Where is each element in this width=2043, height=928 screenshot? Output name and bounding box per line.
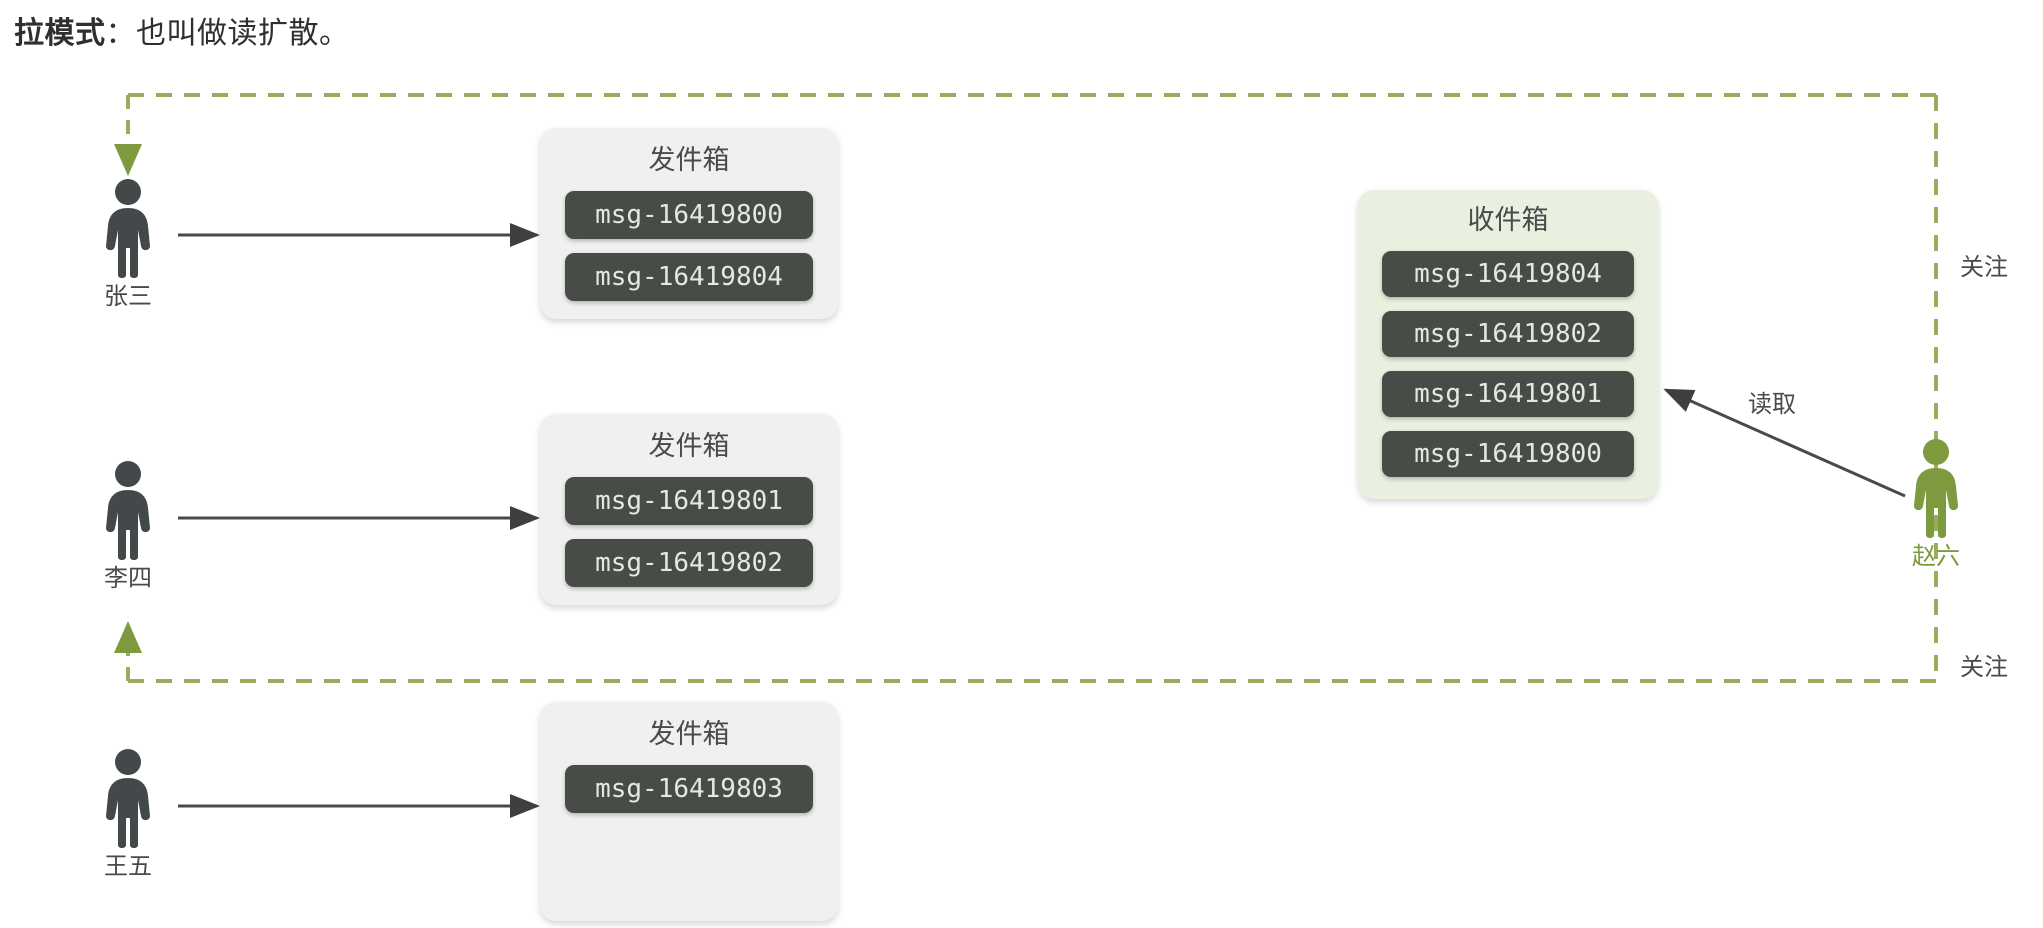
person-lisi[interactable]: 李四	[68, 460, 188, 594]
person-label: 张三	[104, 283, 152, 310]
outbox-card-wangwu[interactable]: 发件箱 msg-16419803	[540, 702, 838, 921]
person-icon	[106, 749, 150, 848]
person-icon	[106, 461, 150, 560]
message-pill[interactable]: msg-16419804	[565, 253, 813, 301]
outbox-title: 发件箱	[648, 719, 730, 749]
message-pill[interactable]: msg-16419800	[1382, 431, 1634, 477]
outbox-title: 发件箱	[648, 145, 730, 175]
message-pill[interactable]: msg-16419801	[1382, 371, 1634, 417]
write-arrows	[178, 223, 540, 818]
inbox-title: 收件箱	[1467, 205, 1549, 235]
message-pill[interactable]: msg-16419800	[565, 191, 813, 239]
read-edge-label: 读取	[1748, 391, 1796, 418]
page-title-rest: ：也叫做读扩散。	[105, 17, 350, 50]
person-zhaoliu[interactable]: 赵六	[1876, 438, 1996, 572]
message-pill[interactable]: msg-16419802	[565, 539, 813, 587]
person-icon	[1914, 439, 1958, 538]
outbox-card-zhangsan[interactable]: 发件箱 msg-16419800 msg-16419804	[540, 128, 838, 319]
person-label: 赵六	[1912, 543, 1960, 570]
person-label: 王五	[104, 853, 152, 880]
message-pill[interactable]: msg-16419803	[565, 765, 813, 813]
person-icon	[106, 179, 150, 278]
outbox-title: 发件箱	[648, 431, 730, 461]
follow-edge-label-top: 关注	[1960, 254, 2008, 281]
inbox-card-zhaoliu[interactable]: 收件箱 msg-16419804 msg-16419802 msg-164198…	[1358, 190, 1658, 499]
follow-edge-label-bottom: 关注	[1960, 654, 2008, 681]
page-title: 拉模式：也叫做读扩散。	[14, 16, 350, 52]
follow-dashed-path	[114, 93, 1938, 683]
page-title-strong: 拉模式	[14, 17, 106, 50]
message-pill[interactable]: msg-16419804	[1382, 251, 1634, 297]
person-zhangsan[interactable]: 张三	[68, 178, 188, 312]
person-label: 李四	[104, 565, 152, 592]
outbox-card-lisi[interactable]: 发件箱 msg-16419801 msg-16419802	[540, 414, 838, 605]
message-pill[interactable]: msg-16419801	[565, 477, 813, 525]
message-pill[interactable]: msg-16419802	[1382, 311, 1634, 357]
person-wangwu[interactable]: 王五	[68, 748, 188, 882]
